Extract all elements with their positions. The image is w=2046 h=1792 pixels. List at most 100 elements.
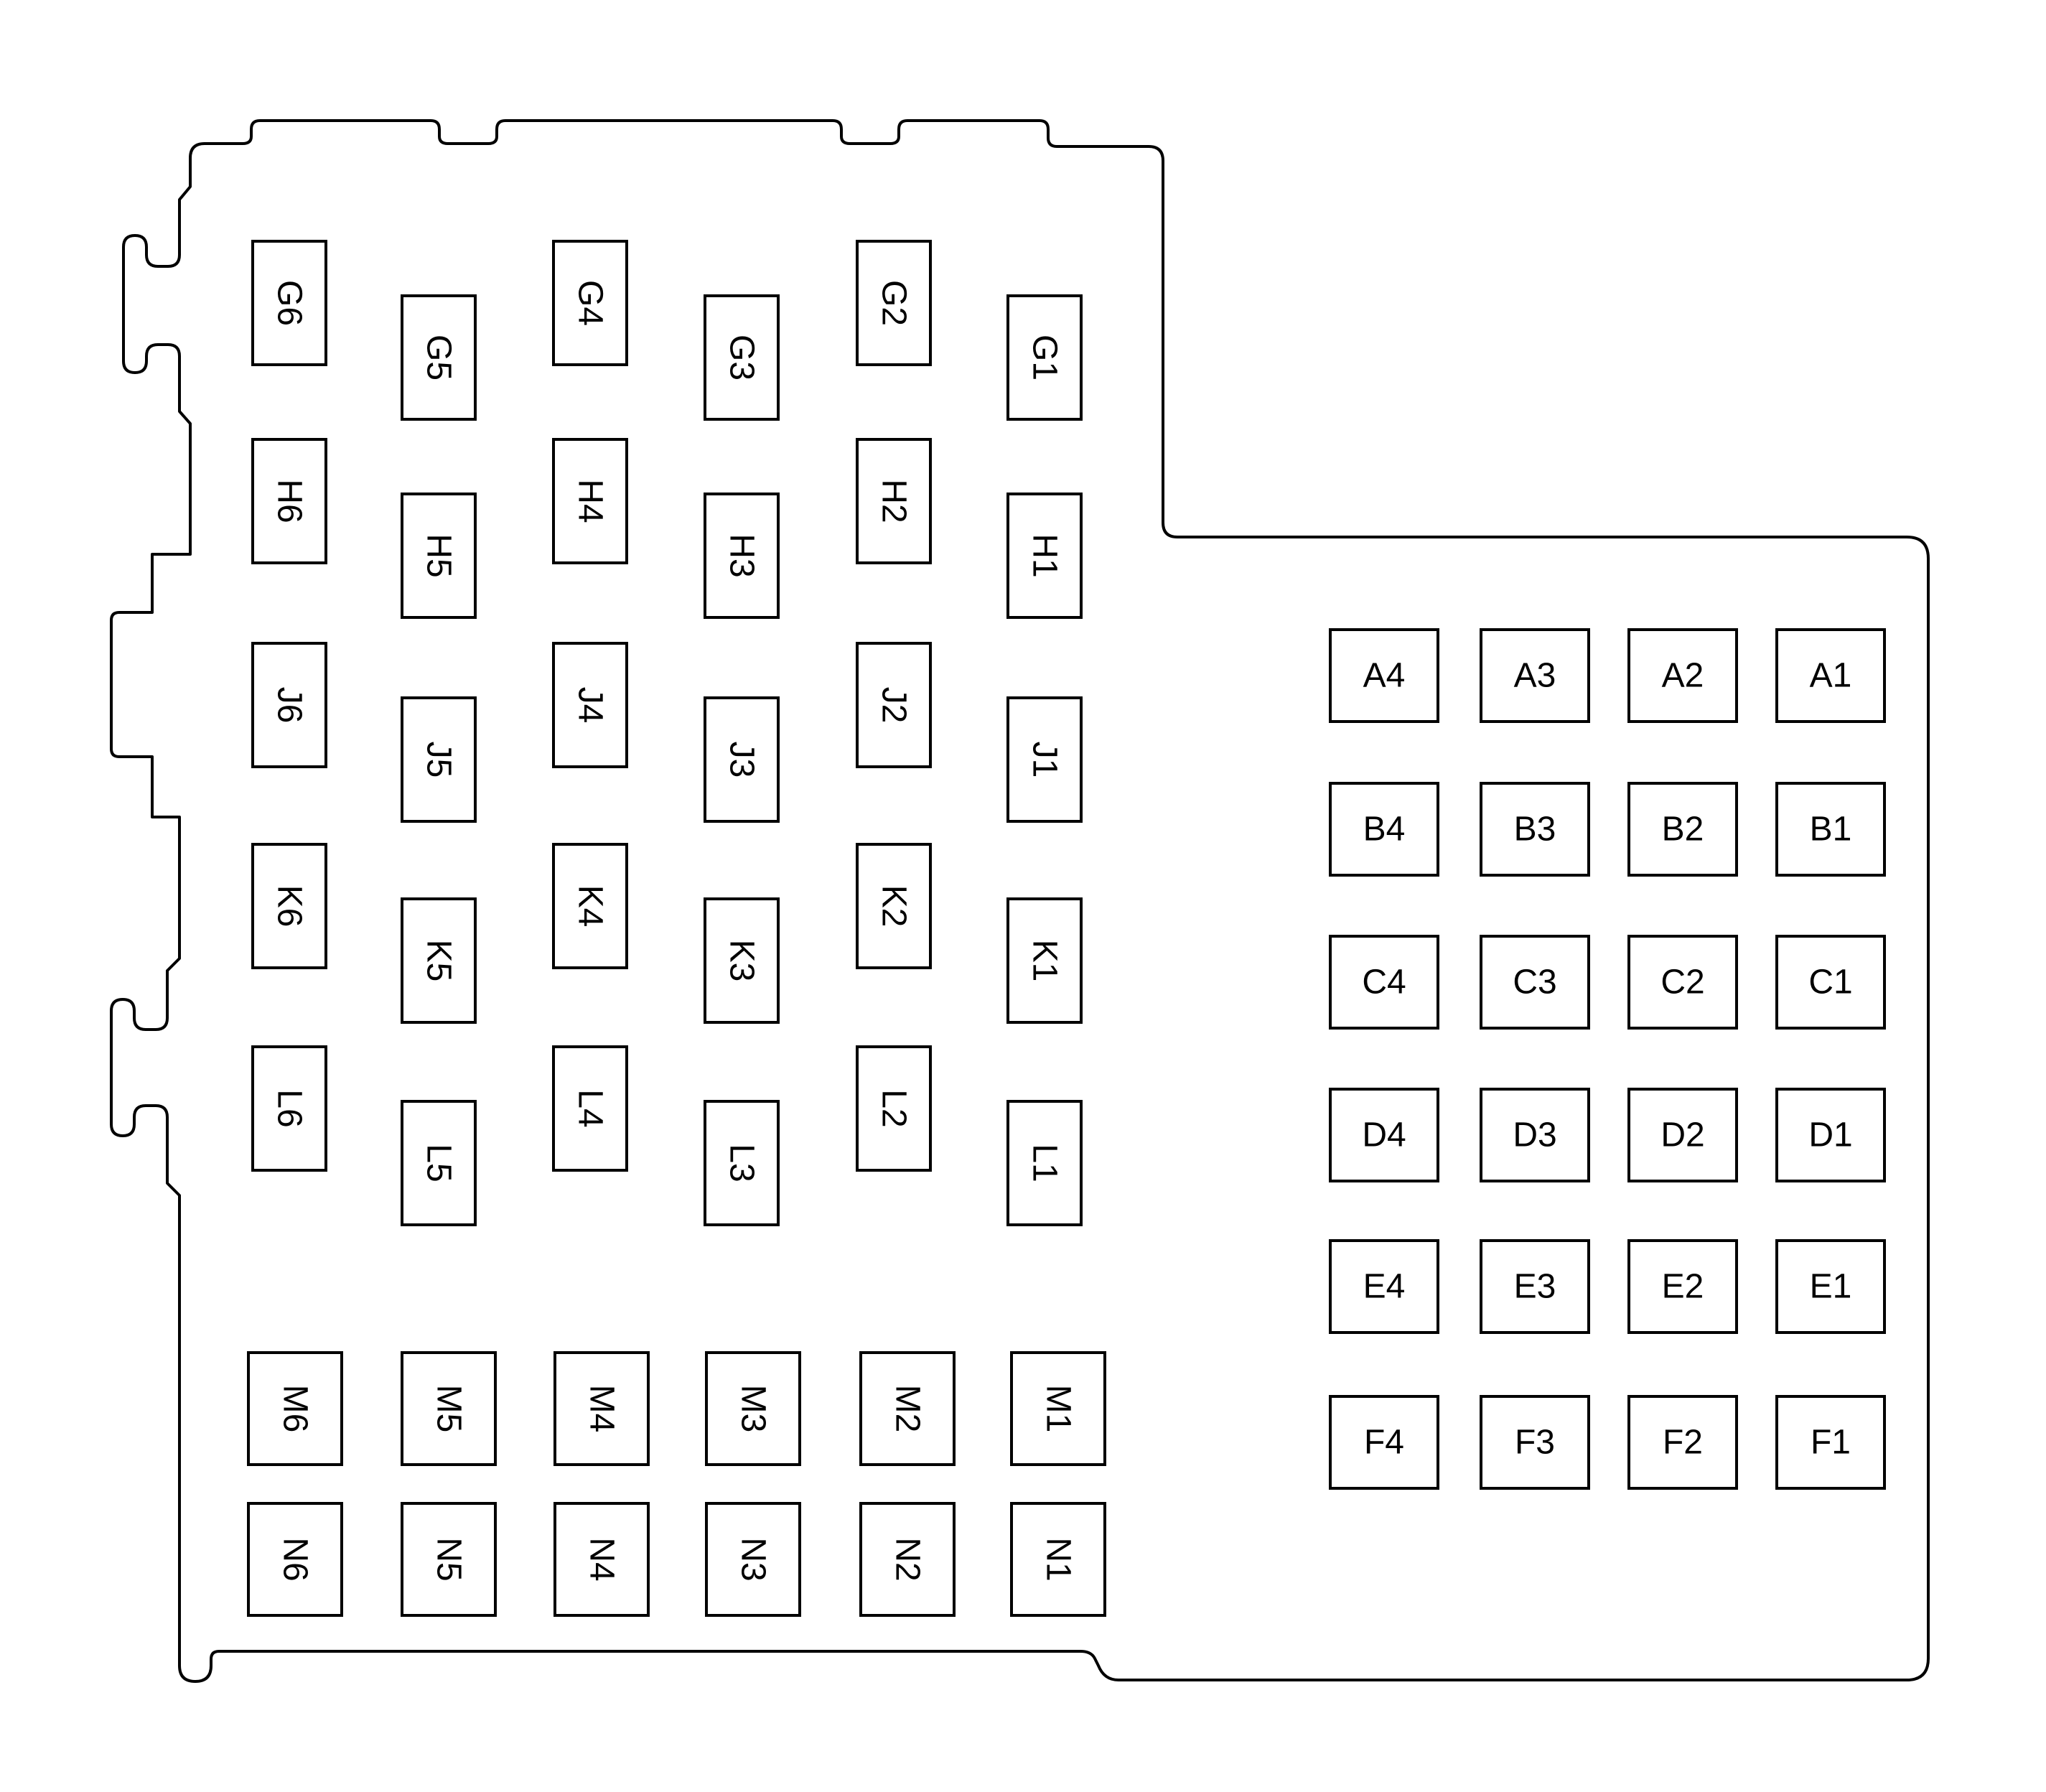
fuse-slot-a4: A4 (1329, 628, 1439, 723)
fuse-slot-label: H4 (571, 479, 609, 523)
fuse-slot-box (1329, 782, 1439, 877)
fuse-slot-l6: L6 (251, 1045, 327, 1172)
fuse-slot-f2: F2 (1627, 1395, 1738, 1490)
fuse-slot-box (401, 696, 477, 823)
fuse-slot-h1: H1 (1006, 493, 1083, 619)
fuse-slot-j5: J5 (401, 696, 477, 823)
fuse-slot-label: E1 (1810, 1268, 1852, 1306)
fuse-slot-box (1480, 628, 1590, 723)
fuse-slot-d4: D4 (1329, 1088, 1439, 1182)
fuse-slots: G6G5G4G3G2G1H6H5H4H3H2H1J6J5J4J3J2J1K6K5… (247, 240, 1886, 1617)
fuse-slot-n5: N5 (401, 1502, 497, 1617)
fuse-slot-b1: B1 (1775, 782, 1886, 877)
fuse-slot-box (247, 1502, 343, 1617)
fuse-slot-box (1627, 1395, 1738, 1490)
fuse-slot-box (1329, 935, 1439, 1030)
fuse-slot-box (1329, 1088, 1439, 1182)
fuse-slot-label: M2 (889, 1385, 927, 1433)
fuse-slot-box (1627, 1239, 1738, 1334)
fuse-slot-box (552, 240, 628, 366)
fuse-slot-label: D3 (1513, 1116, 1556, 1154)
fuse-slot-label: G4 (571, 280, 609, 326)
fuse-slot-d2: D2 (1627, 1088, 1738, 1182)
fuse-slot-c2: C2 (1627, 935, 1738, 1030)
fuse-slot-c3: C3 (1480, 935, 1590, 1030)
fuse-slot-g5: G5 (401, 294, 477, 421)
fuse-slot-l2: L2 (856, 1045, 932, 1172)
fuse-slot-label: B3 (1514, 811, 1556, 849)
fuse-slot-label: E4 (1363, 1268, 1406, 1306)
fuse-slot-n6: N6 (247, 1502, 343, 1617)
fuse-slot-label: D1 (1808, 1116, 1852, 1154)
fuse-slot-label: N3 (734, 1537, 772, 1581)
fuse-slot-n1: N1 (1010, 1502, 1106, 1617)
fuse-slot-label: J4 (571, 687, 609, 724)
fuse-slot-label: K6 (271, 885, 309, 928)
fuse-slot-box (401, 1351, 497, 1466)
fuse-slot-m6: M6 (247, 1351, 343, 1466)
fuse-slot-j1: J1 (1006, 696, 1083, 823)
fuse-slot-k6: K6 (251, 843, 327, 969)
fuse-slot-box (859, 1351, 956, 1466)
fuse-slot-b2: B2 (1627, 782, 1738, 877)
fuse-slot-a1: A1 (1775, 628, 1886, 723)
fuse-slot-e3: E3 (1480, 1239, 1590, 1334)
fuse-slot-c1: C1 (1775, 935, 1886, 1030)
fuse-slot-label: G1 (1026, 335, 1064, 381)
fuse-slot-box (856, 438, 932, 564)
fuse-slot-n4: N4 (553, 1502, 650, 1617)
fuse-slot-box (1775, 782, 1886, 877)
fuse-slot-box (1775, 1088, 1886, 1182)
fuse-slot-label: J6 (271, 687, 309, 724)
fuse-slot-label: J2 (875, 687, 913, 724)
fuse-slot-box (401, 493, 477, 619)
fuse-slot-box (1627, 782, 1738, 877)
fuse-slot-box (553, 1502, 650, 1617)
fuse-slot-n2: N2 (859, 1502, 956, 1617)
fuse-slot-box (859, 1502, 956, 1617)
fuse-slot-label: M3 (734, 1385, 772, 1433)
fuse-slot-box (705, 1502, 801, 1617)
fuse-slot-label: L5 (420, 1144, 458, 1182)
fuse-slot-box (1329, 1239, 1439, 1334)
fuse-slot-k1: K1 (1006, 897, 1083, 1024)
fuse-slot-label: F4 (1364, 1424, 1404, 1462)
fuse-slot-a2: A2 (1627, 628, 1738, 723)
fuse-slot-box (251, 1045, 327, 1172)
fuse-slot-label: G2 (875, 280, 913, 326)
fuse-slot-label: L1 (1026, 1144, 1064, 1182)
fuse-slot-g3: G3 (704, 294, 780, 421)
fuse-slot-label: H3 (723, 533, 761, 577)
fuse-slot-k3: K3 (704, 897, 780, 1024)
fuse-slot-h3: H3 (704, 493, 780, 619)
fuse-slot-box (1006, 696, 1083, 823)
fuse-slot-h2: H2 (856, 438, 932, 564)
fuse-slot-label: E2 (1662, 1268, 1704, 1306)
fuse-slot-label: N2 (889, 1537, 927, 1581)
fuse-slot-box (1010, 1351, 1106, 1466)
fuse-slot-label: G5 (420, 335, 458, 381)
fuse-slot-label: N4 (583, 1537, 621, 1581)
fuse-slot-e1: E1 (1775, 1239, 1886, 1334)
fuse-slot-m2: M2 (859, 1351, 956, 1466)
fuse-slot-label: N5 (430, 1537, 468, 1581)
fuse-slot-label: F1 (1811, 1424, 1851, 1462)
fuse-slot-m3: M3 (705, 1351, 801, 1466)
fuse-slot-d1: D1 (1775, 1088, 1886, 1182)
fuse-slot-label: K4 (571, 885, 609, 928)
fuse-slot-box (856, 642, 932, 768)
fuse-slot-box (1627, 935, 1738, 1030)
fuse-slot-box (1480, 1395, 1590, 1490)
fuse-slot-box (1480, 1239, 1590, 1334)
fuse-slot-box (1775, 628, 1886, 723)
fuse-slot-c4: C4 (1329, 935, 1439, 1030)
fuse-slot-box (856, 1045, 932, 1172)
fuse-slot-f3: F3 (1480, 1395, 1590, 1490)
fuse-slot-box (1775, 1239, 1886, 1334)
fuse-slot-label: K3 (723, 940, 761, 982)
fuse-slot-label: D4 (1362, 1116, 1406, 1154)
fuse-slot-box (401, 897, 477, 1024)
fuse-slot-b3: B3 (1480, 782, 1590, 877)
fuse-slot-label: B2 (1662, 811, 1704, 849)
